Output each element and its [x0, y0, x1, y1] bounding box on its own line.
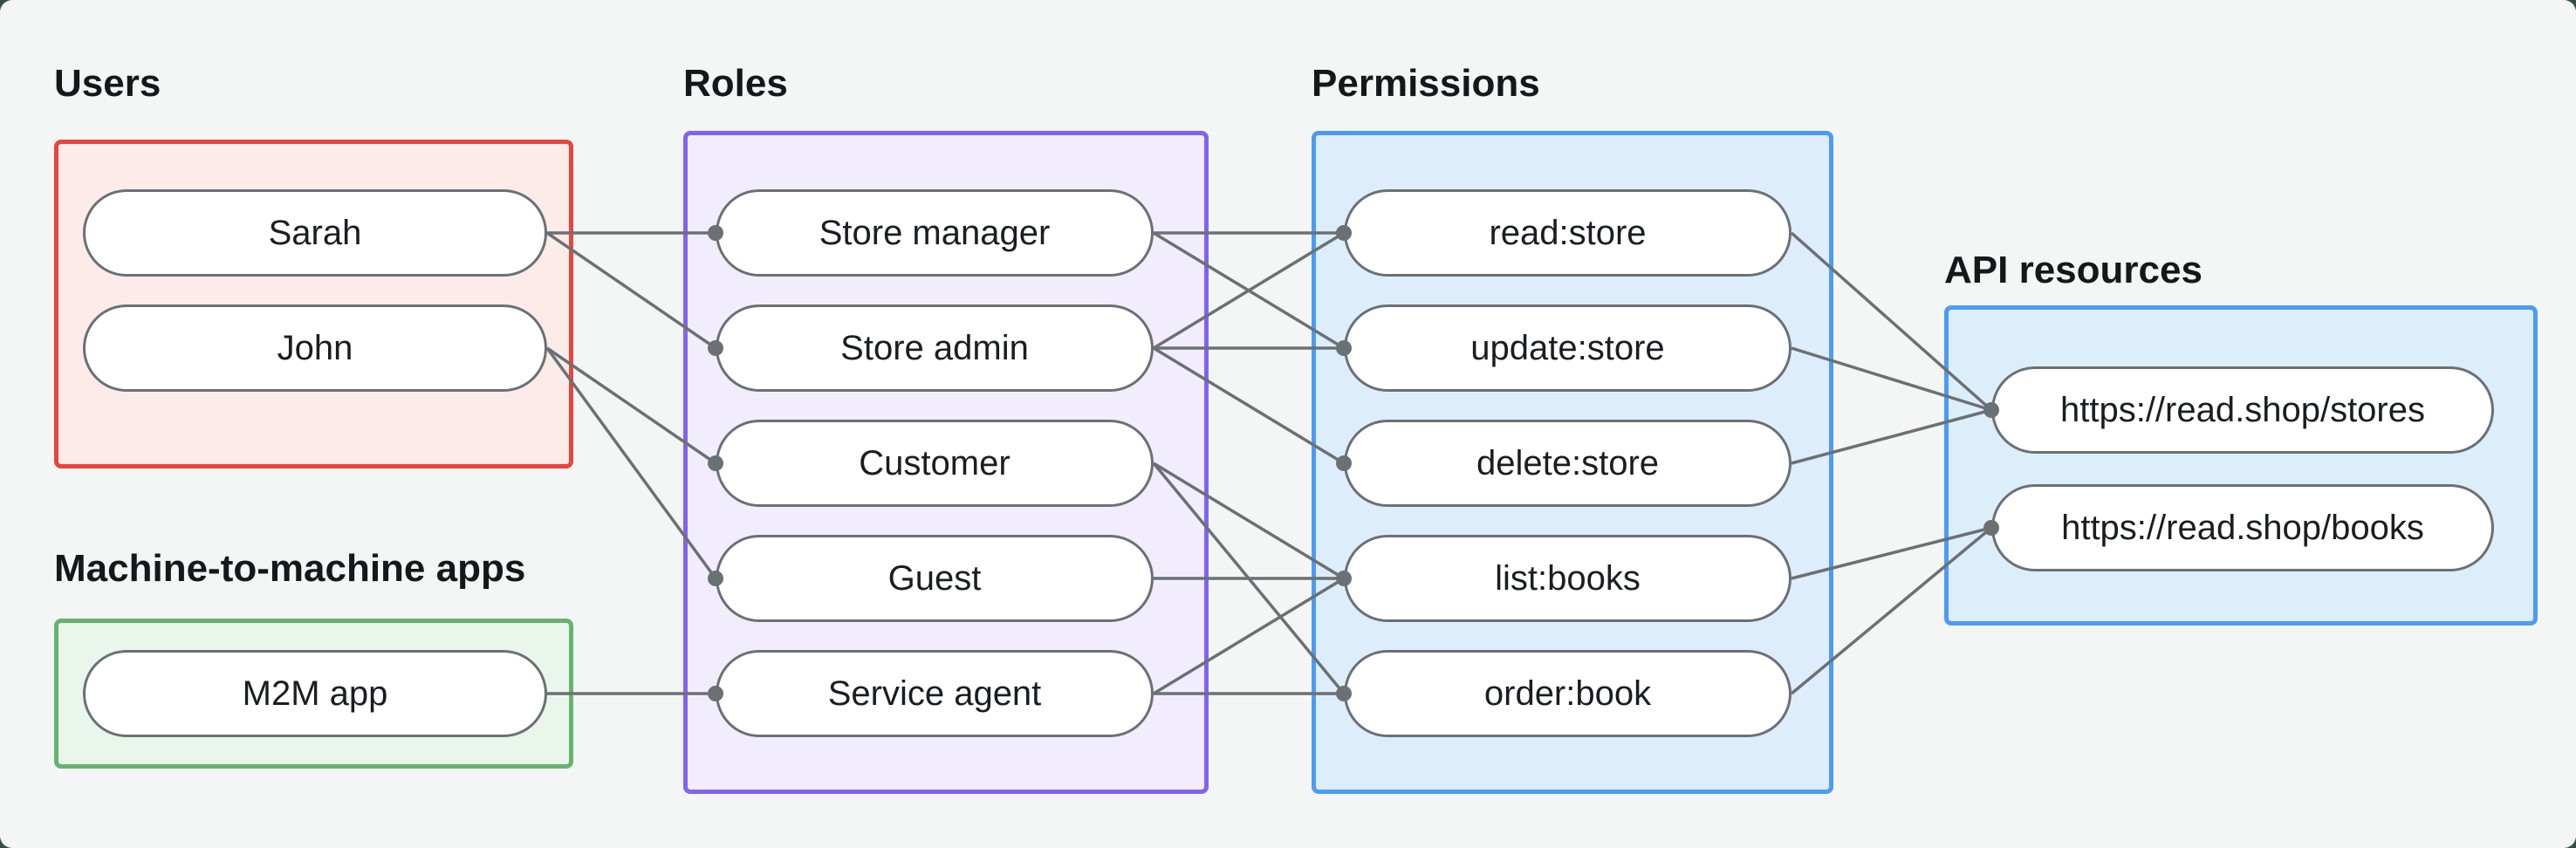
node-store-admin: Store admin — [716, 304, 1154, 392]
node-label: update:store — [1470, 328, 1665, 367]
node-order-book: order:book — [1344, 650, 1792, 737]
node-label: M2M app — [242, 674, 388, 713]
node-label: read:store — [1489, 213, 1647, 252]
node-delete-store: delete:store — [1344, 420, 1792, 507]
group-label-api-resources: API resources — [1944, 249, 2203, 291]
group-box-api-resources — [1944, 305, 2538, 626]
node-books: https://read.shop/books — [1991, 484, 2494, 571]
node-label: https://read.shop/books — [2061, 508, 2424, 547]
group-label-m2m-apps: Machine-to-machine apps — [54, 547, 526, 590]
node-customer: Customer — [716, 420, 1154, 507]
node-label: John — [277, 328, 353, 367]
node-list-books: list:books — [1344, 535, 1792, 622]
node-update-store: update:store — [1344, 304, 1792, 392]
node-john: John — [83, 304, 547, 392]
node-label: Store manager — [819, 213, 1051, 252]
node-label: Sarah — [268, 213, 362, 252]
group-label-roles: Roles — [683, 62, 788, 105]
node-store-manager: Store manager — [716, 189, 1154, 277]
node-service-agent: Service agent — [716, 650, 1154, 737]
node-stores: https://read.shop/stores — [1991, 366, 2494, 454]
node-label: Service agent — [827, 674, 1042, 713]
node-label: list:books — [1495, 558, 1641, 598]
node-label: Store admin — [840, 328, 1029, 367]
node-sarah: Sarah — [83, 189, 547, 277]
node-label: order:book — [1483, 674, 1652, 713]
node-guest: Guest — [716, 535, 1154, 622]
node-label: Customer — [859, 443, 1011, 482]
node-label: Guest — [887, 558, 982, 598]
group-label-users: Users — [54, 62, 161, 105]
node-label: https://read.shop/stores — [2059, 390, 2425, 429]
group-label-permissions: Permissions — [1312, 62, 1540, 105]
node-m2m-app: M2M app — [83, 650, 547, 737]
node-label: delete:store — [1476, 443, 1660, 482]
node-read-store: read:store — [1344, 189, 1792, 277]
